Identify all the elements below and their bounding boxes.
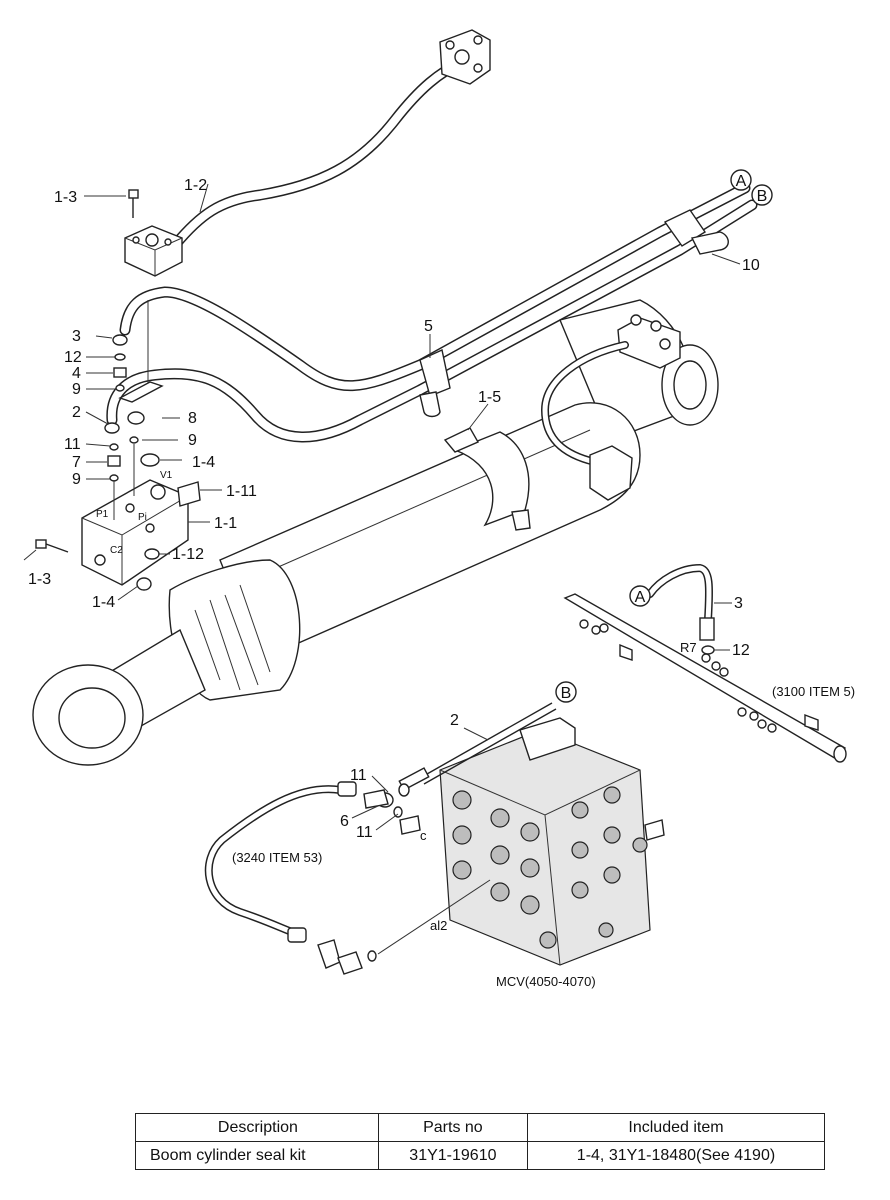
callout-1-4-a: 1-4 — [192, 454, 215, 471]
callout-1-12: 1-12 — [172, 546, 204, 563]
callout-11-left: 11 — [64, 436, 81, 453]
callout-3-left: 3 — [72, 328, 81, 345]
callout-1-11: 1-11 — [226, 483, 257, 500]
plug-1-12 — [144, 548, 160, 560]
callout-5: 5 — [424, 318, 433, 335]
note-3240-item-53: (3240 ITEM 53) — [232, 850, 322, 865]
callout-11-a: 11 — [350, 767, 367, 784]
fittings-stack — [104, 334, 164, 520]
callout-8: 8 — [188, 410, 197, 427]
connector-b-bottom-label: B — [561, 685, 572, 702]
callout-12-right: 12 — [732, 642, 750, 659]
pipe-a — [119, 182, 751, 392]
callout-1-2: 1-2 — [184, 177, 207, 194]
leader-lines — [23, 183, 741, 831]
table-header-row: Description Parts no Included item — [135, 1113, 826, 1142]
label-port-al2: al2 — [430, 918, 447, 933]
o-ring-1-4 — [136, 577, 152, 591]
connector-a-right-label: A — [635, 589, 646, 606]
callout-11-b: 11 — [356, 824, 373, 841]
callout-1-1: 1-1 — [214, 515, 237, 532]
pipe-2-bottom — [363, 702, 557, 835]
label-port-c: c — [420, 828, 427, 843]
hose-3-right — [646, 564, 715, 655]
callout-9-b: 9 — [72, 471, 81, 488]
callout-9-c: 9 — [188, 432, 197, 449]
callout-4-left: 4 — [72, 365, 81, 382]
clamp-5 — [419, 349, 451, 418]
valve-block-1-1: P1 V1 C2 Pi — [81, 470, 201, 586]
callout-3-right: 3 — [734, 595, 743, 612]
hose-3240 — [204, 781, 491, 975]
connector-b-top-label: B — [757, 188, 768, 205]
tube-1-2 — [169, 29, 491, 251]
cell-included-item: 1-4, 31Y1-18480(See 4190) — [526, 1141, 826, 1170]
seal-kit-table: Description Parts no Included item Boom … — [135, 1113, 826, 1170]
bolt-1-3-top — [128, 189, 139, 218]
connector-a-top-label: A — [736, 173, 747, 190]
callout-7: 7 — [72, 454, 81, 471]
callout-1-5: 1-5 — [478, 389, 501, 406]
table-row: Boom cylinder seal kit 31Y1-19610 1-4, 3… — [135, 1141, 826, 1170]
header-parts-no: Parts no — [377, 1113, 528, 1142]
header-included-item: Included item — [526, 1113, 826, 1142]
block-label-pi: Pi — [138, 512, 147, 523]
pipe-b — [106, 199, 758, 443]
callout-1-4-b: 1-4 — [92, 594, 115, 611]
block-label-p1: P1 — [96, 509, 109, 520]
callout-2-bottom: 2 — [450, 712, 459, 729]
mcv-valve — [439, 717, 665, 966]
callout-1-3-top: 1-3 — [54, 189, 77, 206]
note-3100-item-5: (3100 ITEM 5) — [772, 684, 855, 699]
connector-a-top: A — [730, 169, 752, 191]
bolt-1-3-bottom — [35, 539, 69, 553]
block-label-c2: C2 — [110, 545, 123, 556]
label-port-r7: R7 — [680, 640, 697, 655]
block-label-v1: V1 — [160, 470, 173, 481]
callout-10: 10 — [742, 257, 760, 274]
connector-b-bottom: B — [555, 681, 577, 703]
cell-parts-no: 31Y1-19610 — [377, 1141, 528, 1170]
clamp-10 — [663, 209, 729, 255]
callout-2-left: 2 — [72, 404, 81, 421]
callout-9-a: 9 — [72, 381, 81, 398]
callout-12-left: 12 — [64, 349, 82, 366]
connector-a-right: A — [629, 585, 651, 607]
connector-b-top: B — [751, 184, 773, 206]
cell-description: Boom cylinder seal kit — [135, 1141, 379, 1170]
callout-1-3-bottom: 1-3 — [28, 571, 51, 588]
boom-cylinder — [32, 299, 719, 766]
callout-6: 6 — [340, 813, 349, 830]
label-mcv: MCV(4050-4070) — [496, 974, 596, 989]
header-description: Description — [135, 1113, 379, 1142]
flange-block-1-2 — [124, 225, 183, 277]
